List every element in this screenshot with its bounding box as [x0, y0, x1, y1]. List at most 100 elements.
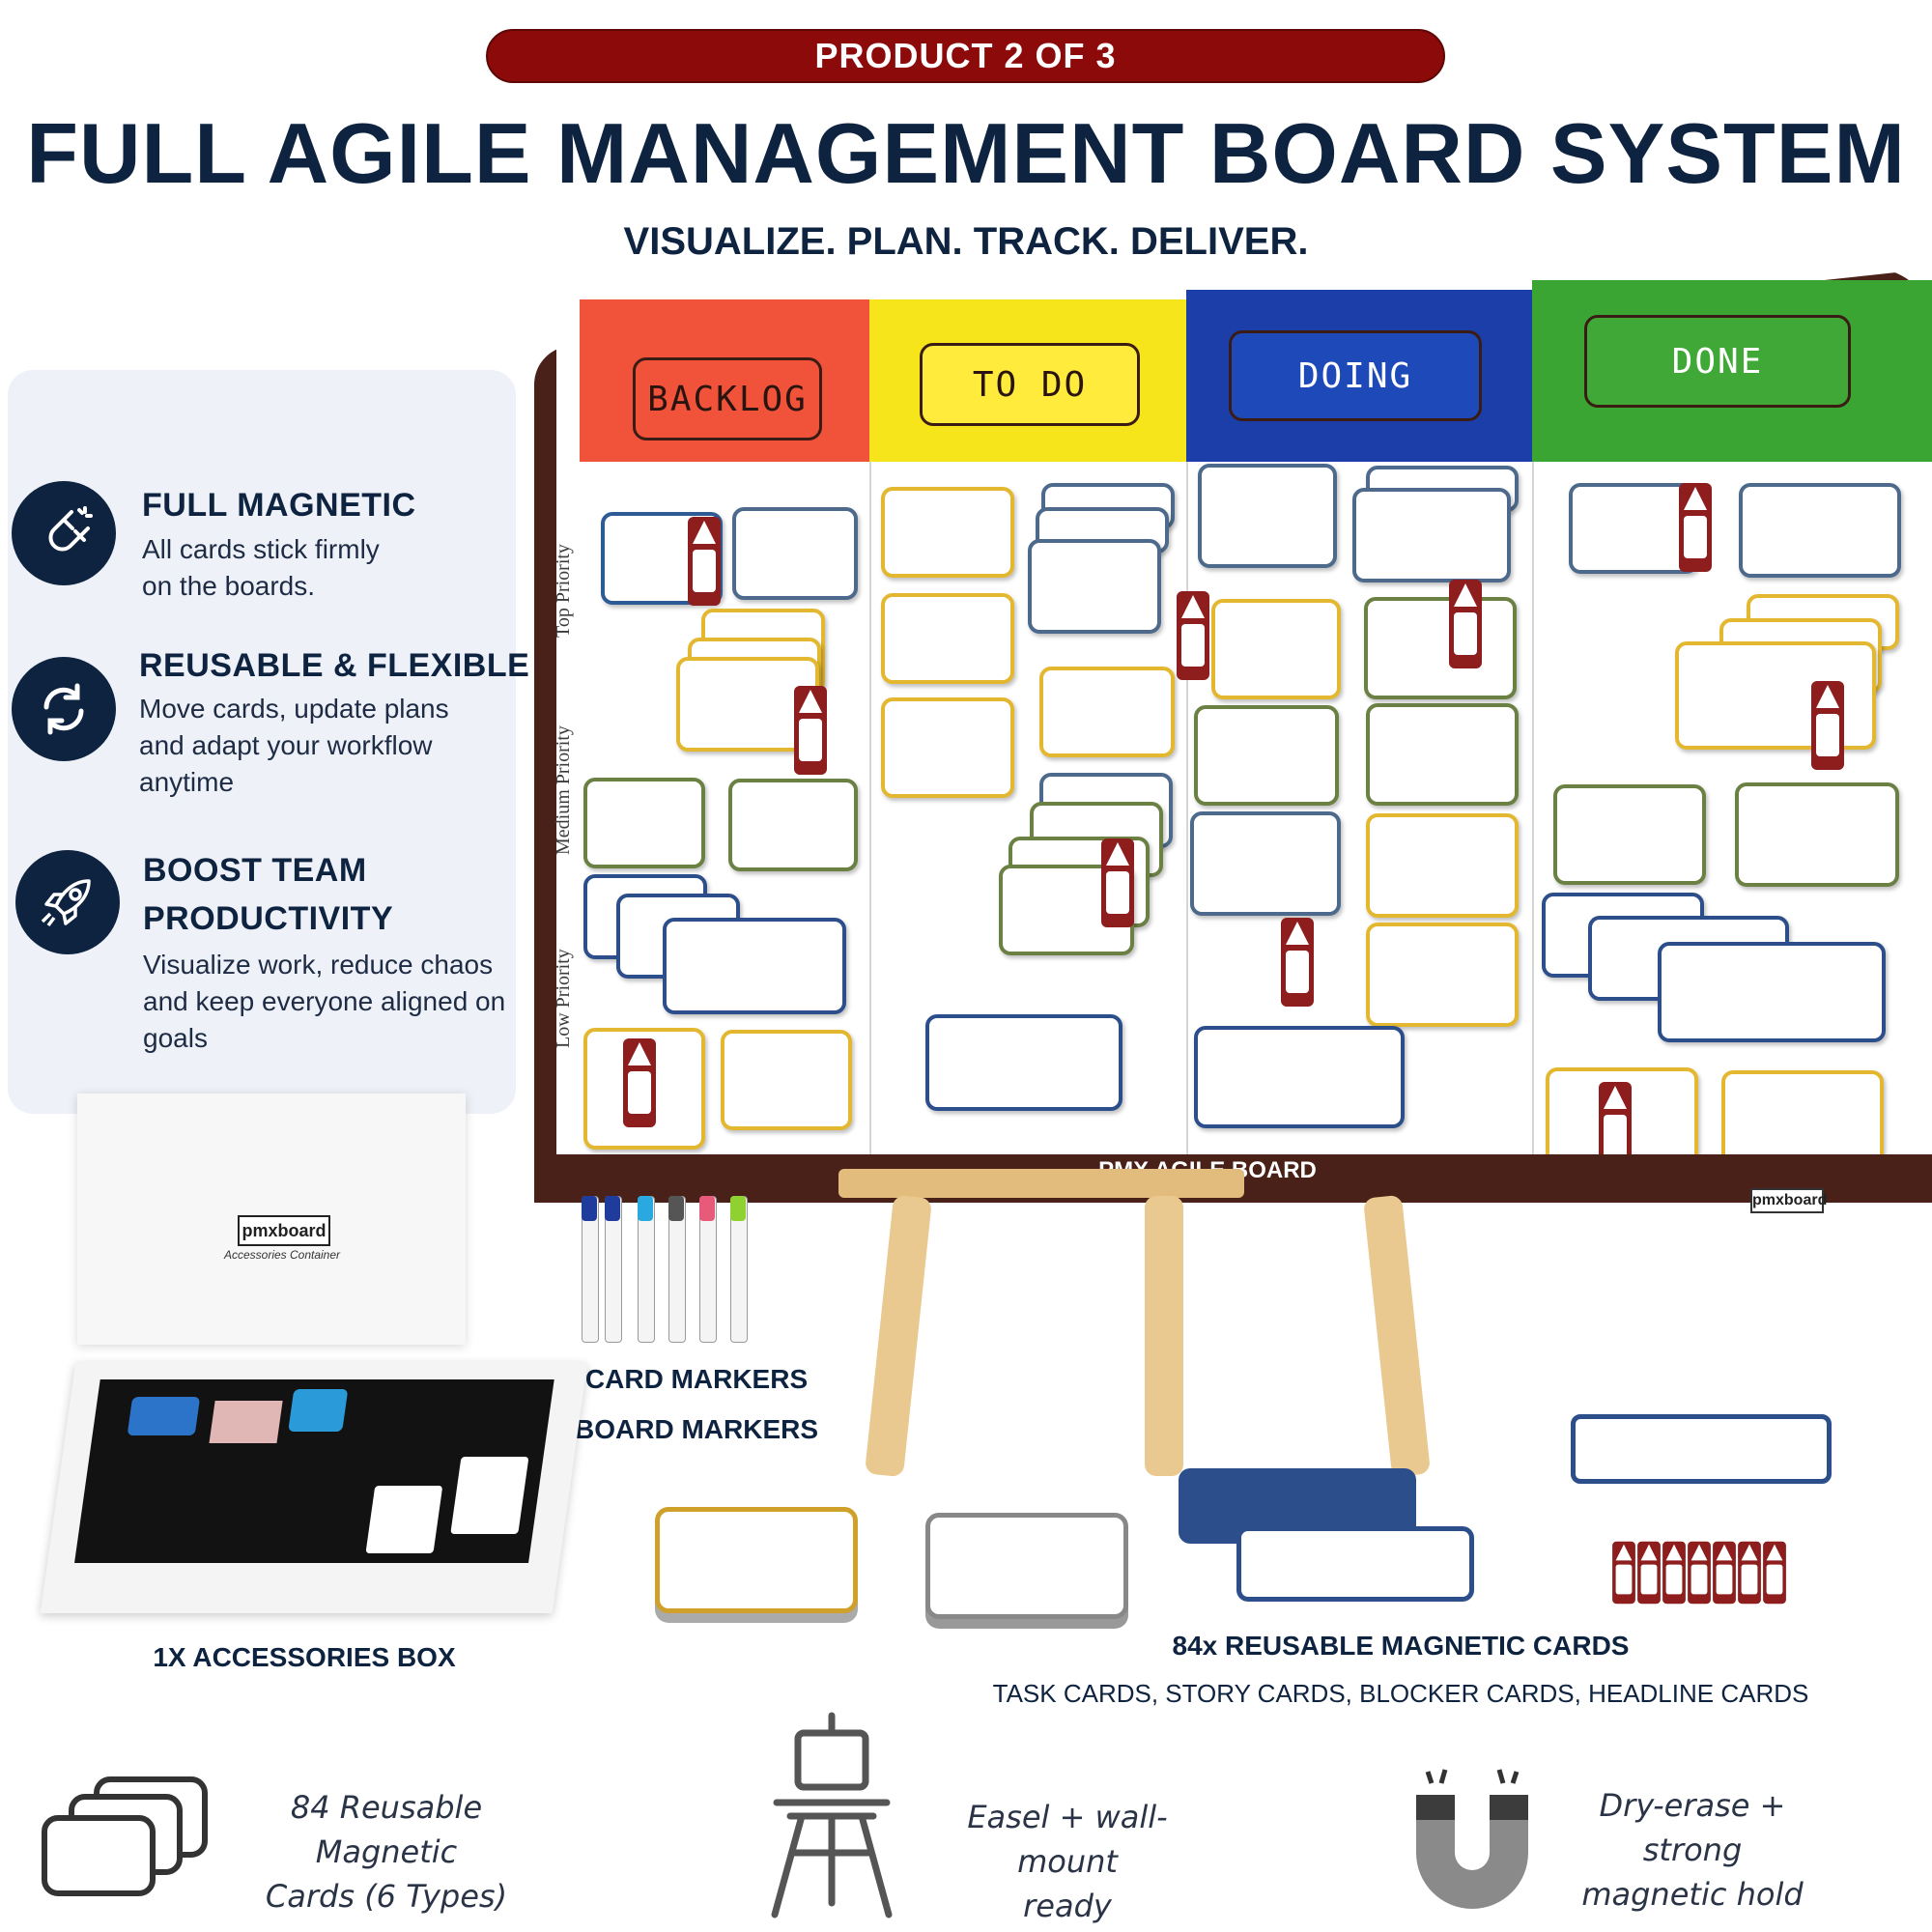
story-card-stack	[655, 1507, 858, 1613]
footer-cards-text: 84 Reusable Magnetic Cards (6 Types)	[265, 1789, 508, 1915]
magnet-icon	[12, 481, 116, 585]
spare-card	[450, 1457, 529, 1534]
column-divider	[869, 462, 871, 1157]
headline-card-stack	[1236, 1526, 1474, 1602]
task-card[interactable]	[1553, 784, 1706, 885]
rocket-icon	[15, 850, 120, 954]
headline-card[interactable]	[925, 1014, 1122, 1111]
easel-crossbar	[838, 1169, 1244, 1198]
footer-magnet-text: Dry-erase + strong magnetic hold	[1581, 1787, 1804, 1913]
markers-group	[576, 1196, 759, 1350]
headline-card-stack	[1571, 1414, 1832, 1484]
column-header-doing: DOING	[1186, 290, 1532, 462]
refresh-icon	[12, 657, 116, 761]
task-card[interactable]	[1569, 483, 1698, 574]
story-card[interactable]	[1675, 641, 1876, 750]
page-subtitle: VISUALIZE. PLAN. TRACK. DELIVER.	[623, 220, 1309, 263]
easel-leg	[1362, 1194, 1432, 1478]
task-card[interactable]	[1028, 539, 1161, 634]
blocker-card[interactable]	[1177, 591, 1209, 680]
column-header-todo: TO DO	[869, 299, 1186, 462]
feature-title-reusable: REUSABLE & FLEXIBLE	[139, 647, 530, 684]
task-card[interactable]	[732, 507, 858, 600]
headline-card[interactable]	[1194, 1026, 1405, 1128]
accessories-box-lid: pmxboard Accessories Container	[77, 1094, 466, 1345]
column-label-backlog: BACKLOG	[633, 357, 822, 440]
priority-label-top: Top Priority	[553, 544, 574, 638]
blocker-card[interactable]	[1101, 838, 1134, 927]
column-label-todo: TO DO	[920, 343, 1140, 426]
story-card[interactable]	[721, 1030, 852, 1130]
priority-label-medium: Medium Priority	[553, 725, 574, 855]
accessories-box-label: 1X ACCESSORIES BOX	[153, 1642, 456, 1672]
card-marker	[605, 1196, 622, 1343]
blocker-card[interactable]	[794, 686, 827, 775]
board-marker	[638, 1196, 655, 1343]
eraser	[127, 1397, 201, 1435]
board-marker	[668, 1196, 686, 1343]
board-marker	[730, 1196, 748, 1343]
task-card[interactable]	[1735, 782, 1899, 887]
blocker-card[interactable]	[1281, 918, 1314, 1007]
box-brand-logo: pmxboard	[238, 1215, 330, 1246]
task-card[interactable]	[1194, 705, 1339, 806]
column-header-backlog: BACKLOG	[580, 299, 869, 462]
blocker-card-row	[1607, 1528, 1791, 1605]
eraser	[288, 1389, 349, 1432]
story-card[interactable]	[1366, 813, 1519, 918]
story-card[interactable]	[881, 697, 1014, 798]
story-card[interactable]	[1366, 923, 1519, 1027]
story-card[interactable]	[1211, 599, 1341, 699]
story-card[interactable]	[881, 593, 1014, 684]
task-card[interactable]	[1352, 488, 1511, 582]
task-card[interactable]	[583, 778, 705, 868]
story-card[interactable]	[1039, 667, 1175, 757]
spare-card	[365, 1486, 443, 1553]
page-title: FULL AGILE MANAGEMENT BOARD SYSTEM	[26, 105, 1906, 201]
box-subtitle: Accessories Container	[223, 1248, 341, 1262]
board-markers-label: 4X BOARD MARKERS	[533, 1414, 819, 1444]
task-card[interactable]	[1190, 811, 1341, 916]
column-divider	[1186, 462, 1188, 1157]
board-logo: pmxboard	[1750, 1188, 1827, 1213]
blocker-card[interactable]	[1811, 681, 1844, 770]
box-foam-insert	[74, 1379, 554, 1563]
priority-label-low: Low Priority	[553, 949, 574, 1048]
task-card[interactable]	[1739, 483, 1901, 578]
column-divider	[1532, 462, 1534, 1157]
headline-card[interactable]	[1658, 942, 1886, 1042]
board-marker	[699, 1196, 717, 1343]
task-card[interactable]	[1366, 703, 1519, 806]
product-badge: PRODUCT 2 OF 3	[486, 29, 1445, 83]
easel-leg	[1145, 1196, 1183, 1476]
blocker-card[interactable]	[1449, 580, 1482, 668]
easel-leg	[864, 1194, 933, 1478]
story-card[interactable]	[881, 487, 1014, 578]
task-card-stack	[925, 1513, 1128, 1619]
cards-types: TASK CARDS, STORY CARDS, BLOCKER CARDS, …	[992, 1679, 1809, 1708]
feature-text-reusable: Move cards, update plans and adapt your …	[139, 694, 449, 797]
column-header-done: DONE	[1532, 280, 1932, 462]
task-card[interactable]	[728, 779, 858, 871]
cards-stack-icon	[39, 1774, 213, 1899]
card-marker	[582, 1196, 599, 1343]
headline-card[interactable]	[663, 918, 846, 1014]
feature-title-magnetic: FULL MAGNETIC	[142, 487, 416, 524]
footer-easel-text: Easel + wall-mount ready	[967, 1799, 1168, 1924]
feature-text-productivity: Visualize work, reduce chaos and keep ev…	[143, 950, 506, 1053]
feature-text-magnetic: All cards stick firmly on the boards.	[142, 534, 380, 601]
cleaning-cloth	[209, 1401, 283, 1443]
story-card[interactable]	[1721, 1070, 1884, 1171]
blocker-card[interactable]	[623, 1038, 656, 1127]
blocker-card[interactable]	[1679, 483, 1712, 572]
easel-icon	[769, 1710, 895, 1918]
column-label-doing: DOING	[1229, 330, 1482, 421]
magnet-u-icon	[1395, 1766, 1549, 1911]
cards-label: 84x REUSABLE MAGNETIC CARDS	[1172, 1631, 1630, 1661]
card-markers-label: 2X CARD MARKERS	[544, 1364, 809, 1394]
blocker-card[interactable]	[688, 517, 721, 606]
column-label-done: DONE	[1584, 315, 1851, 408]
task-card[interactable]	[1198, 464, 1337, 568]
task-card[interactable]	[1364, 597, 1517, 699]
accessories-box-tray	[40, 1362, 588, 1613]
